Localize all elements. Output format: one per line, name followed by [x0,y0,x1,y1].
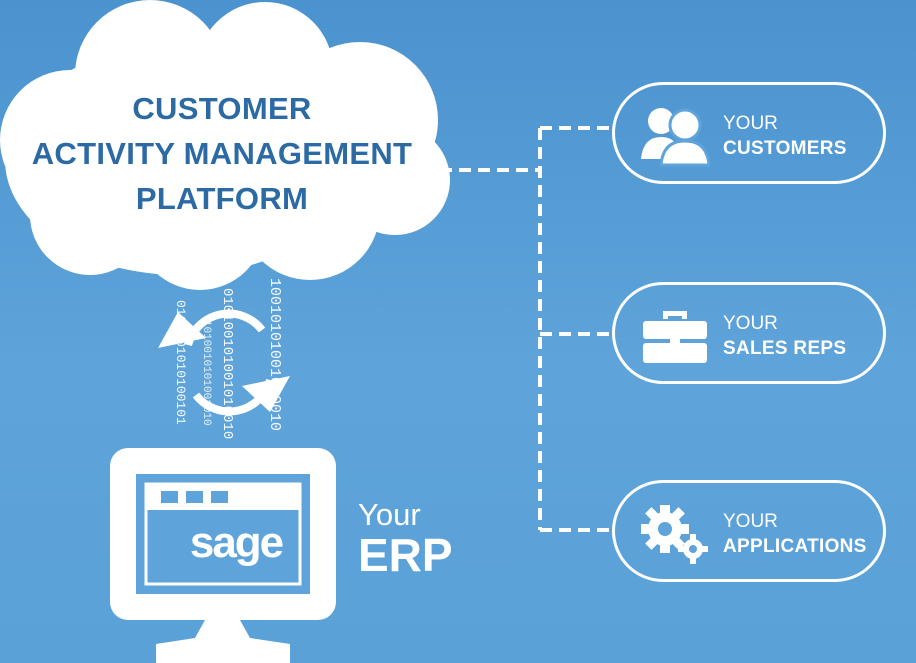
node-your-label: YOUR [723,113,778,134]
erp-label: ERP [358,529,453,581]
cloud-title-line: ACTIVITY MANAGEMENT [31,136,413,171]
node-applications: YOUR APPLICATIONS [612,480,886,582]
binary-stream: 0101001010100101 [173,300,188,425]
node-your-label: YOUR [723,313,778,334]
gears-icon [641,505,708,564]
connector-lines [440,126,612,532]
node-label: CUSTOMERS [723,138,847,159]
node-label: APPLICATIONS [723,536,867,557]
briefcase-icon [643,311,707,363]
sync-arrows-icon [158,309,290,416]
binary-stream: 10010101001010010 [266,278,283,432]
cloud-title: CUSTOMER ACTIVITY MANAGEMENT PLATFORM [22,86,422,221]
node-your-label: YOUR [723,511,778,532]
cloud-title-line: PLATFORM [135,181,309,216]
node-customers: YOUR CUSTOMERS [612,82,886,184]
monitor-icon [110,448,336,663]
node-label: SALES REPS [723,338,847,359]
cloud-shape [0,0,450,290]
binary-stream: 010100101001010010 [219,288,235,440]
sage-logo: sage [189,518,284,567]
cloud-title-line: CUSTOMER [132,91,312,126]
binary-stream: 1010010101001010 [200,320,212,426]
customers-icon [641,108,711,167]
node-sales-reps: YOUR SALES REPS [612,282,886,384]
erp-your-label: Your [358,497,421,532]
